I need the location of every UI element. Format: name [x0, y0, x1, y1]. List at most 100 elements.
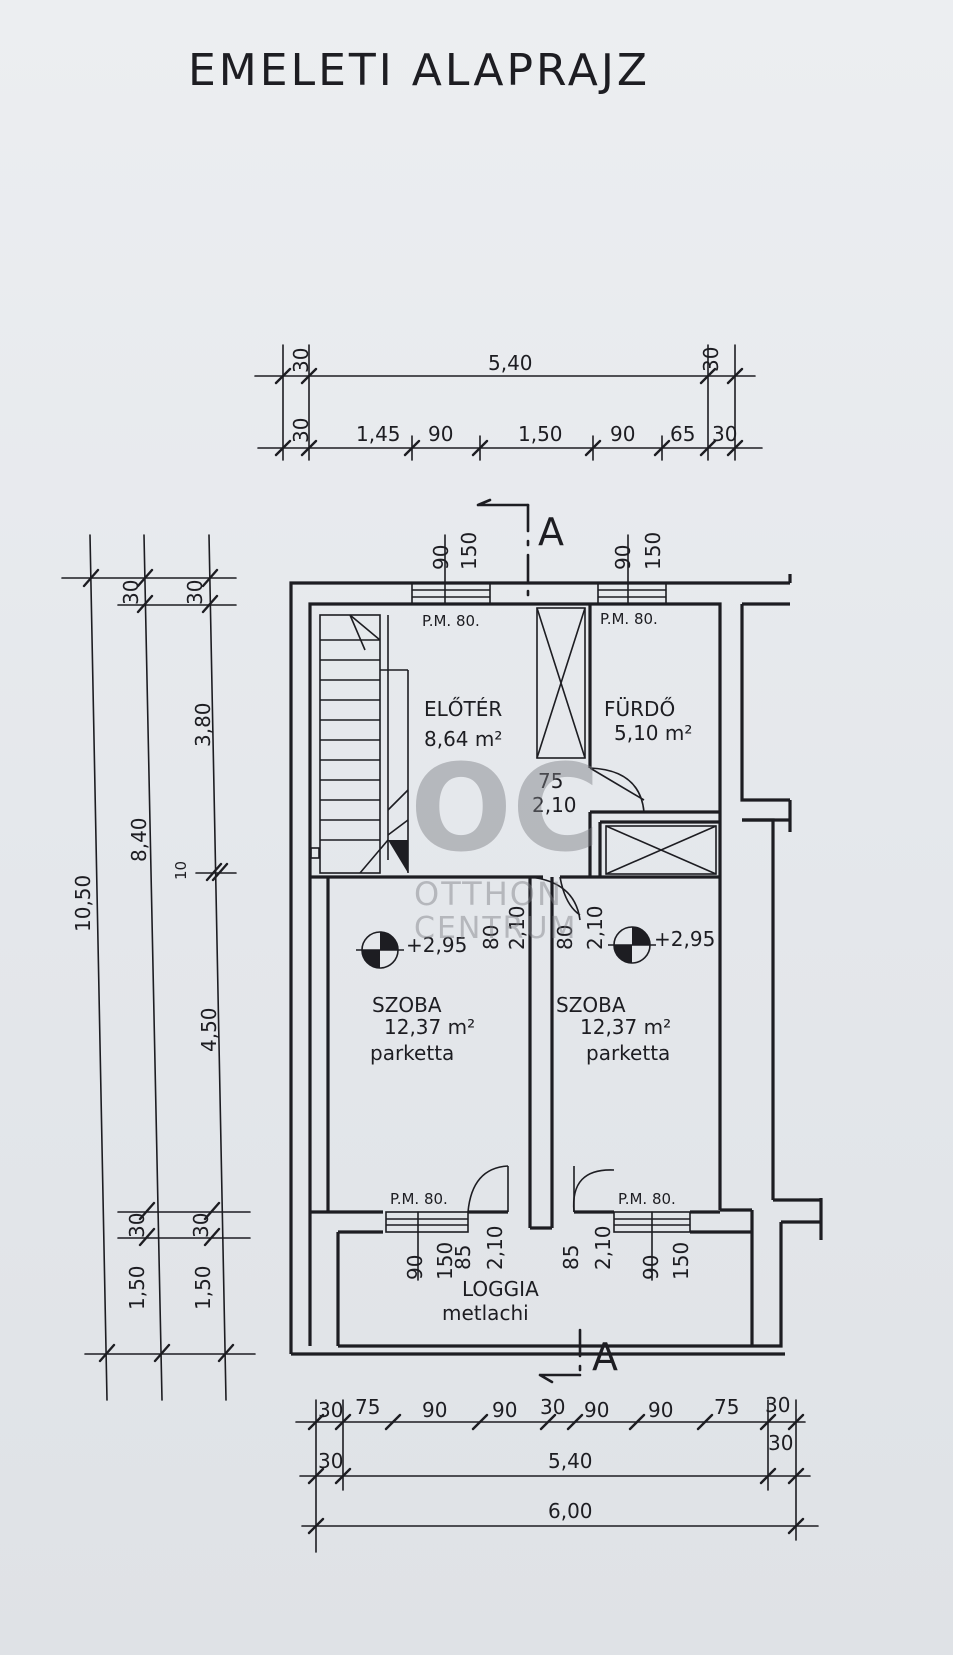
dim-left-total: 10,50 — [71, 875, 95, 932]
door-loggia-right: 85 2,10 — [559, 1166, 615, 1270]
dim-bot-seg-7: 90 — [648, 1398, 673, 1422]
room-left-area: 12,37 m² — [384, 1015, 475, 1039]
door-rl-width: 80 — [479, 925, 503, 950]
door-bath-width: 75 — [538, 769, 563, 793]
room-right: SZOBA 12,37 m² parketta — [556, 993, 671, 1065]
dim-top-wall-left: 30 — [289, 348, 313, 373]
window-bl-label: P.M. 80. — [390, 1190, 448, 1208]
section-line-a: A A — [476, 498, 618, 1384]
dim-left-upper: 3,80 — [191, 702, 215, 747]
door-lr-height: 2,10 — [591, 1225, 615, 1270]
window-tr-label: P.M. 80. — [600, 610, 658, 628]
window-tr-width: 90 — [611, 545, 635, 570]
window-bl-width: 90 — [403, 1255, 427, 1280]
watermark-line-2: CENTRUM — [414, 911, 577, 946]
dim-bot-seg-5: 30 — [540, 1395, 565, 1419]
room-left-floor: parketta — [370, 1041, 454, 1065]
dim-bot-total: 6,00 — [548, 1499, 593, 1523]
dim-left-wall-top-1: 30 — [119, 580, 143, 605]
left-dimension-chain: 10,50 8,40 3,80 4,50 10 30 30 30 30 1,50… — [61, 534, 256, 1401]
room-right-floor: parketta — [586, 1041, 670, 1065]
dim-bot-seg-4: 90 — [492, 1398, 517, 1422]
dim-left-wall-top-2: 30 — [183, 580, 207, 605]
door-room-right: 80 2,10 — [553, 876, 607, 950]
door-ll-height: 2,10 — [483, 1225, 507, 1270]
dim-bot-seg-1: 30 — [318, 1398, 343, 1422]
door-rr-height: 2,10 — [583, 905, 607, 950]
dim-left-tick: 10 — [172, 861, 190, 880]
watermark-line-1: OTTHON — [414, 875, 563, 913]
section-marker-bottom: A — [592, 1335, 618, 1379]
dim-top-seg-7: 30 — [712, 422, 737, 446]
door-bath-height: 2,10 — [532, 793, 577, 817]
plan-title: EMELETI ALAPRAJZ — [188, 45, 650, 96]
watermark-mark: OC — [410, 740, 600, 879]
dim-bot-wall-left: 30 — [318, 1449, 343, 1473]
dim-left-lower: 4,50 — [197, 1007, 221, 1052]
room-bath-name: FÜRDŐ — [604, 697, 675, 721]
dim-bot-seg-8: 75 — [714, 1395, 739, 1419]
window-bottom-right: P.M. 80. 90 150 — [613, 1190, 693, 1281]
room-hall-name: ELŐTÉR — [424, 697, 502, 721]
building-walls — [289, 574, 823, 1356]
bottom-dimension-chain: 30 75 90 90 30 90 90 75 30 30 5,40 30 6,… — [295, 1393, 819, 1553]
dim-bot-seg-9: 30 — [765, 1393, 790, 1417]
dim-left-wall-low-1: 30 — [125, 1213, 149, 1238]
dim-top-seg-3: 90 — [428, 422, 453, 446]
window-br-height: 150 — [669, 1242, 693, 1280]
room-loggia: LOGGIA metlachi — [442, 1277, 539, 1325]
room-right-name: SZOBA — [556, 993, 626, 1017]
window-br-width: 90 — [639, 1255, 663, 1280]
stair-landing-mark — [388, 840, 408, 873]
dim-top-wall-right: 30 — [699, 347, 723, 372]
room-left: SZOBA 12,37 m² parketta — [370, 993, 475, 1065]
section-marker-top: A — [538, 510, 564, 554]
room-left-name: SZOBA — [372, 993, 442, 1017]
door-rl-height: 2,10 — [505, 905, 529, 950]
window-top-right: 90 150 P.M. 80. — [597, 532, 667, 628]
room-hall-area: 8,64 m² — [424, 727, 502, 751]
dim-bot-seg-2: 75 — [355, 1395, 380, 1419]
room-bath-area: 5,10 m² — [614, 721, 692, 745]
level-left-value: +2,95 — [406, 933, 467, 957]
level-marker-right: +2,95 — [608, 926, 715, 964]
room-hall: ELŐTÉR 8,64 m² — [424, 697, 502, 751]
door-rr-width: 80 — [553, 925, 577, 950]
window-tl-label: P.M. 80. — [422, 612, 480, 630]
bath-fixtures — [536, 607, 717, 875]
door-room-left: 80 2,10 — [479, 876, 581, 950]
room-right-area: 12,37 m² — [580, 1015, 671, 1039]
window-bl-height: 150 — [433, 1242, 457, 1280]
door-lr-width: 85 — [559, 1245, 583, 1270]
window-tr-height: 150 — [641, 532, 665, 570]
staircase — [319, 614, 409, 874]
dim-bot-inner: 5,40 — [548, 1449, 593, 1473]
window-bottom-left: P.M. 80. 90 150 — [385, 1190, 469, 1281]
dim-top-seg-2: 1,45 — [356, 422, 401, 446]
dim-left-wall-low-2: 30 — [189, 1213, 213, 1238]
dim-left-inner: 8,40 — [127, 817, 151, 862]
window-tl-height: 150 — [457, 532, 481, 570]
dim-top-seg-4: 1,50 — [518, 422, 563, 446]
dim-left-loggia-1: 1,50 — [125, 1265, 149, 1310]
watermark-logo: OC OTTHON CENTRUM — [410, 740, 600, 946]
window-br-label: P.M. 80. — [618, 1190, 676, 1208]
door-loggia-left: 85 2,10 — [451, 1165, 509, 1270]
dim-bot-seg-3: 90 — [422, 1398, 447, 1422]
dim-top-total: 5,40 — [488, 351, 533, 375]
dim-top-seg-1: 30 — [289, 418, 313, 443]
dim-top-seg-6: 65 — [670, 422, 695, 446]
level-right-value: +2,95 — [654, 927, 715, 951]
dim-top-seg-5: 90 — [610, 422, 635, 446]
door-bath: 75 2,10 — [532, 767, 645, 817]
room-loggia-name: LOGGIA — [462, 1277, 539, 1301]
dim-bot-wall-right: 30 — [768, 1431, 793, 1455]
top-dimension-chain: 5,40 30 30 30 1,45 90 1,50 90 65 30 — [254, 344, 763, 461]
room-bath: FÜRDŐ 5,10 m² — [604, 697, 692, 745]
window-top-left: 90 150 P.M. 80. — [411, 532, 491, 630]
dim-bot-seg-6: 90 — [584, 1398, 609, 1422]
door-ll-width: 85 — [451, 1245, 475, 1270]
level-marker-left: +2,95 — [356, 931, 467, 969]
